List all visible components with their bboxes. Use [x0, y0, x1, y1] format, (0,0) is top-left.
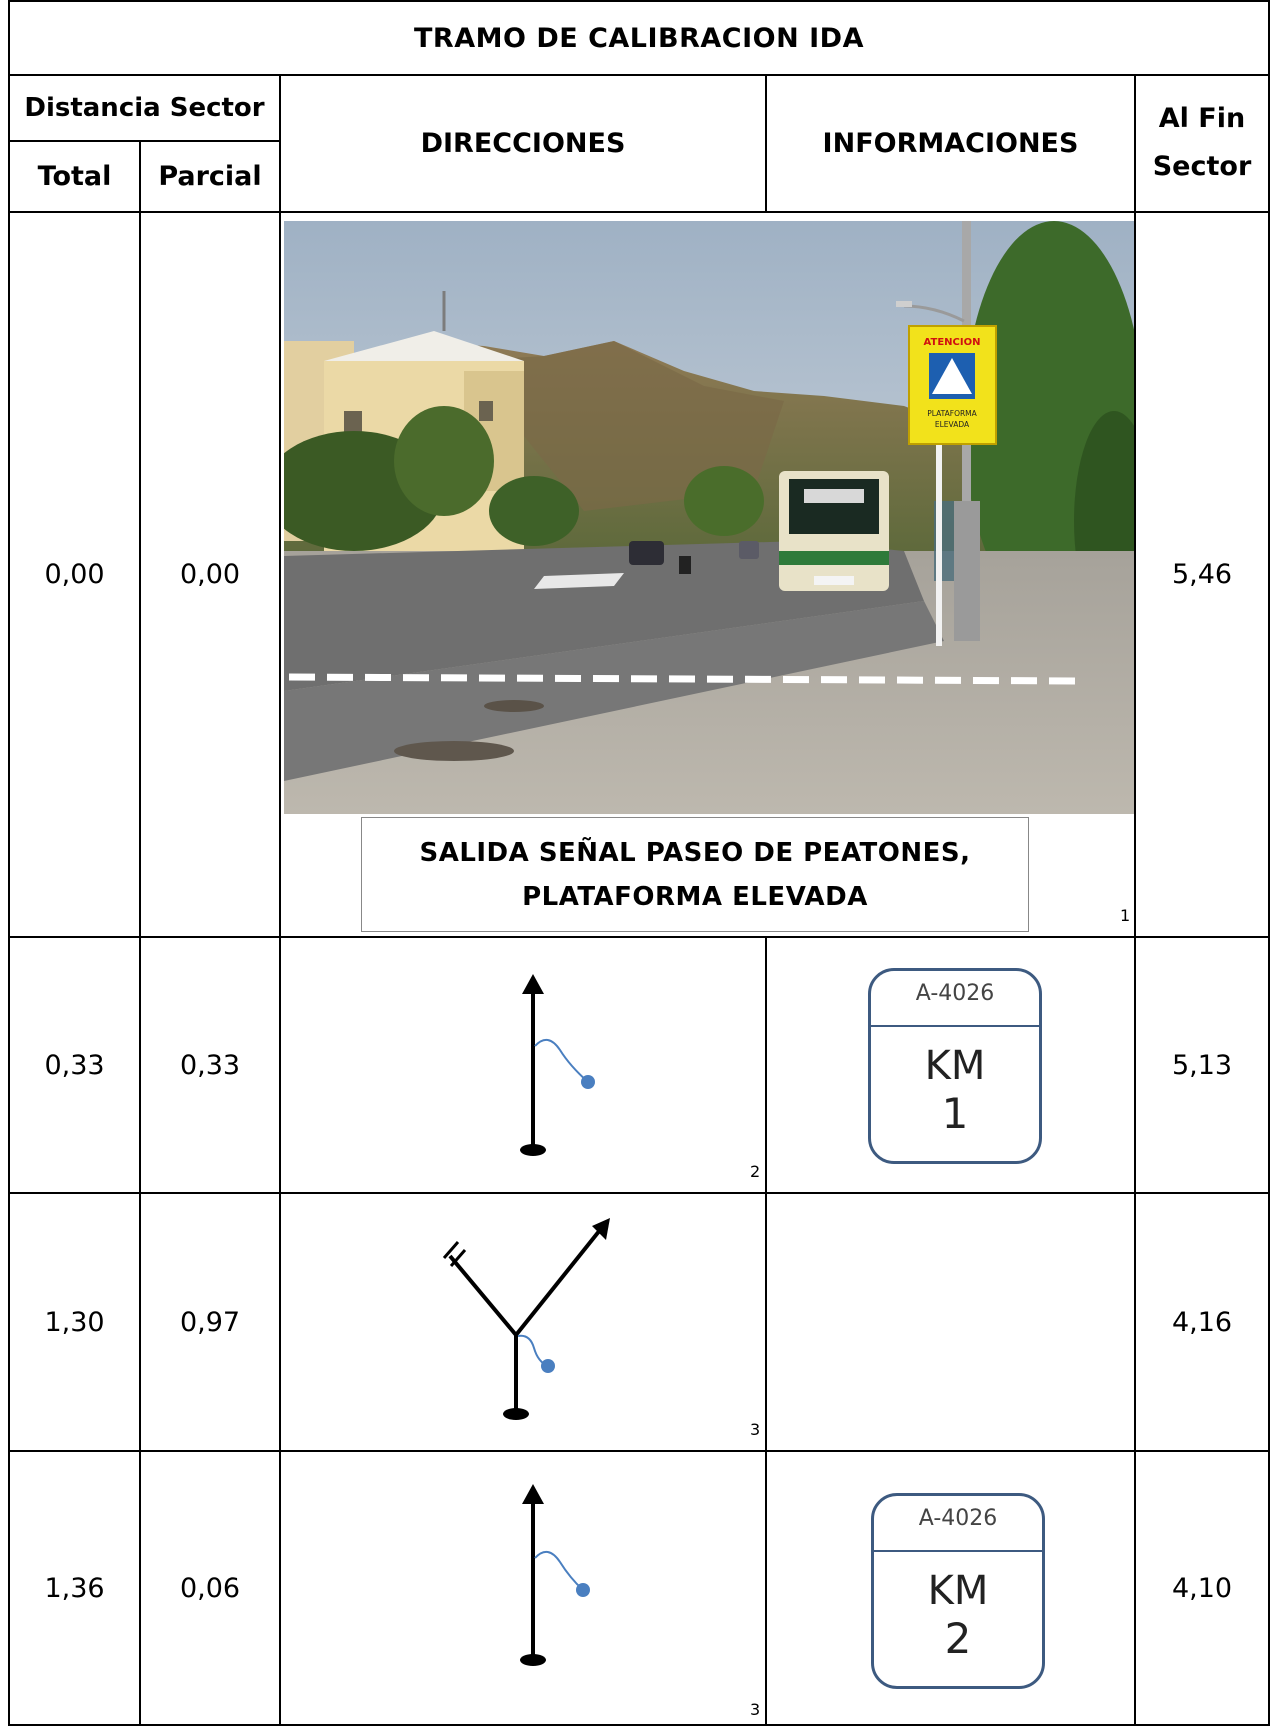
col-total — [139, 141, 141, 1726]
fork-right-arrow-icon — [442, 1218, 610, 1420]
row2-parcial: 0,33 — [179, 1049, 241, 1081]
rule-row1 — [8, 936, 1270, 938]
row3-total: 1,30 — [44, 1306, 105, 1338]
rule-row3 — [8, 1450, 1270, 1452]
header-total: Total — [37, 161, 112, 192]
km-sign-1: A-4026 KM 1 — [868, 968, 1042, 1164]
row4-al-fin-sector: 4,10 — [1171, 1572, 1233, 1604]
km-sign-number: 2 — [944, 1614, 972, 1663]
km-sign-road: A-4026 — [918, 1506, 998, 1531]
row4-total: 1,36 — [44, 1572, 105, 1604]
header-direcciones: DIRECCIONES — [420, 128, 626, 159]
km-sign-2: A-4026 KM 2 — [871, 1493, 1045, 1689]
atencion-sign: ATENCION PLATAFORMA ELEVADA — [908, 325, 997, 445]
border-left — [8, 0, 10, 1726]
row2-ref-number: 2 — [750, 1162, 761, 1181]
header-informaciones: INFORMACIONES — [822, 128, 1079, 159]
caption-line-2: PLATAFORMA ELEVADA — [522, 881, 868, 912]
header-distancia-sector: Distancia Sector — [24, 93, 265, 123]
straight-arrow-icon — [520, 974, 595, 1156]
row2-total: 0,33 — [44, 1049, 105, 1081]
km-sign-road: A-4026 — [915, 981, 995, 1006]
col-direcciones-head — [765, 74, 767, 212]
row1-ref-number: 1 — [1120, 906, 1131, 925]
km-sign-divider — [871, 1025, 1039, 1027]
photo-caption: SALIDA SEÑAL PASEO DE PEATONES, PLATAFOR… — [361, 817, 1029, 932]
straight-arrow-icon — [520, 1484, 590, 1666]
row3-ref-number: 3 — [750, 1420, 761, 1439]
border-right — [1268, 0, 1270, 1726]
km-sign-divider — [874, 1550, 1042, 1552]
km-sign-label: KM — [924, 1043, 986, 1089]
row1-total: 0,00 — [44, 559, 105, 590]
row4-ref-number: 3 — [750, 1700, 761, 1719]
row3-al-fin-sector: 4,16 — [1171, 1306, 1233, 1338]
row1-al-fin-sector: 5,46 — [1171, 559, 1233, 590]
rule-subheader — [8, 140, 281, 142]
header-parcial: Parcial — [158, 161, 262, 192]
rule-row2 — [8, 1192, 1270, 1194]
col-informaciones — [1134, 74, 1136, 1726]
col-direcciones — [765, 936, 767, 1726]
col-parcial — [279, 74, 281, 1726]
caption-line-1: SALIDA SEÑAL PASEO DE PEATONES, — [419, 837, 971, 868]
road-photo: ATENCION PLATAFORMA ELEVADA — [284, 221, 1134, 814]
rule-title — [8, 74, 1270, 76]
rule-header-bottom — [8, 211, 1270, 213]
header-al-fin: Al Fin — [1158, 102, 1246, 134]
sign-top-text: ATENCION — [924, 337, 981, 348]
row2-al-fin-sector: 5,13 — [1171, 1049, 1233, 1081]
row3-parcial: 0,97 — [179, 1306, 241, 1338]
border-top — [8, 0, 1270, 2]
sign-bottom-text-2: ELEVADA — [935, 420, 970, 429]
border-bottom — [8, 1724, 1270, 1726]
km-sign-label: KM — [927, 1568, 989, 1614]
header-sector: Sector — [1152, 150, 1252, 182]
page-title: TRAMO DE CALIBRACION IDA — [414, 22, 864, 54]
row4-parcial: 0,06 — [179, 1572, 241, 1604]
km-sign-number: 1 — [941, 1089, 969, 1138]
sign-bottom-text-1: PLATAFORMA — [927, 409, 977, 418]
row1-parcial: 0,00 — [179, 559, 241, 590]
